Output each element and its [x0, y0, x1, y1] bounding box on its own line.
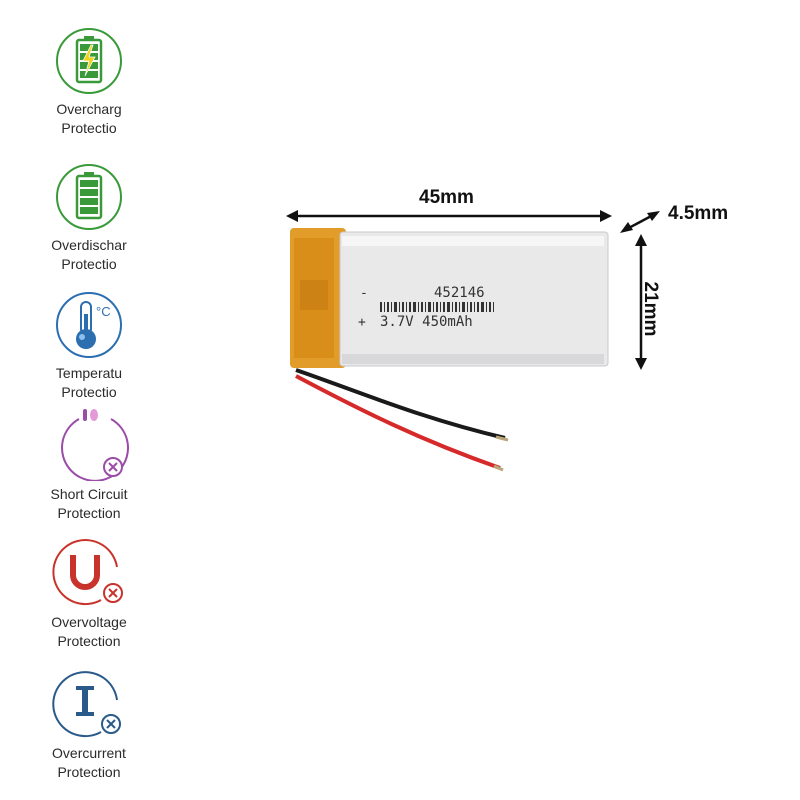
- width-dimension-label: 21mm: [640, 281, 661, 337]
- battery-bolt-icon: [56, 28, 122, 94]
- feature-overdischarge: Overdischar Protectio: [24, 162, 154, 274]
- feature-label-line2: Protectio: [61, 384, 117, 400]
- feature-label-line2: Protection: [57, 633, 121, 649]
- length-arrow: [286, 210, 612, 222]
- battery-full-icon: [56, 164, 122, 230]
- thickness-arrow: [620, 211, 660, 233]
- thermometer-icon: °C: [56, 292, 122, 358]
- barcode: [380, 302, 494, 312]
- feature-label-line1: Overdischar: [51, 237, 127, 253]
- feature-label-line1: Overcurrent: [52, 745, 126, 761]
- red-wire: [295, 374, 501, 470]
- battery-cell: [339, 231, 609, 367]
- feature-label-line2: Protectio: [61, 120, 117, 136]
- feature-overcurrent: Overcurrent Protection: [24, 670, 154, 782]
- feature-temperature: °C Temperatu Protectio: [24, 290, 154, 402]
- protection-features-list: Overcharg Protectio Overdischar Protecti…: [0, 0, 175, 800]
- black-wire: [295, 368, 506, 440]
- feature-label-line1: Short Circuit: [50, 486, 128, 502]
- voltage-u-icon: [52, 539, 123, 605]
- minus-sign: -: [360, 286, 368, 301]
- feature-label-line1: Overvoltage: [51, 614, 127, 630]
- feature-overvoltage: Overvoltage Protection: [24, 537, 154, 651]
- feature-overcharge: Overcharg Protectio: [24, 26, 154, 138]
- short-circuit-icon: [61, 409, 129, 481]
- length-dimension-label: 45mm: [419, 187, 474, 208]
- battery-spec: 3.7V 450mAh: [380, 314, 473, 330]
- feature-short-circuit: Short Circuit Protection: [24, 405, 154, 523]
- feature-label-line1: Temperatu: [55, 365, 123, 381]
- feature-label-line2: Protection: [57, 764, 121, 780]
- thickness-dimension-label: 4.5mm: [668, 203, 729, 224]
- feature-label-line2: Protectio: [61, 256, 117, 272]
- feature-label-line1: Overcharg: [56, 101, 122, 117]
- feature-label-line2: Protection: [57, 505, 121, 521]
- current-i-icon: [52, 671, 121, 738]
- celsius-symbol: °C: [96, 304, 111, 319]
- width-arrow: [635, 234, 647, 370]
- plus-sign: +: [358, 315, 366, 330]
- model-number: 452146: [434, 285, 485, 301]
